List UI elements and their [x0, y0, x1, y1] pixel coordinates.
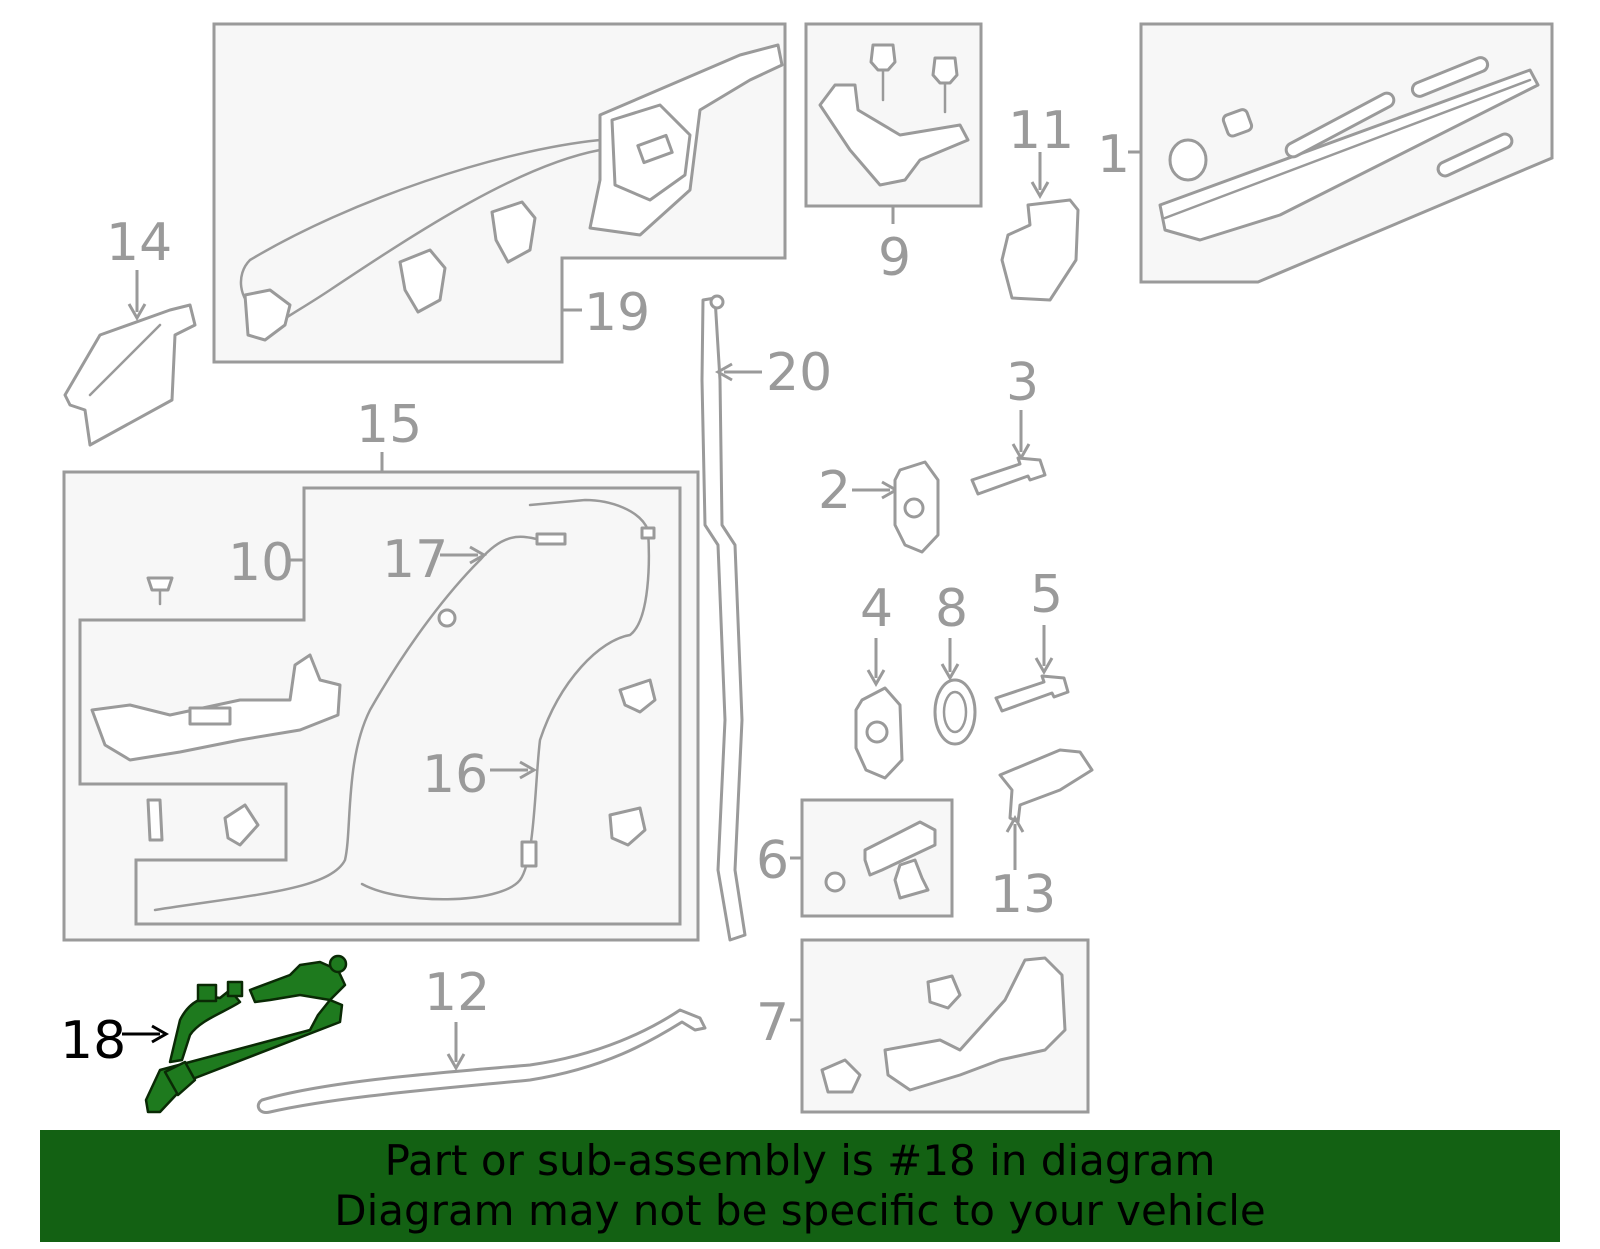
part-4-group[interactable]: 4	[854, 579, 904, 780]
callout-1[interactable]: 1	[1097, 125, 1130, 185]
callout-3[interactable]: 3	[1006, 353, 1039, 413]
part-10-group[interactable]: 10	[78, 486, 682, 926]
part-14-group[interactable]: 14	[63, 213, 197, 447]
banner-line-2: Diagram may not be specific to your vehi…	[334, 1186, 1266, 1235]
part-1-group[interactable]: 1	[1097, 22, 1554, 284]
part-10-drawing	[90, 576, 342, 847]
banner-line-1: Part or sub-assembly is #18 in diagram	[384, 1136, 1216, 1185]
part-17-group[interactable]: 17	[153, 530, 567, 912]
part-10-box	[78, 486, 682, 926]
callout-10[interactable]: 10	[228, 533, 294, 593]
callout-9[interactable]: 9	[878, 228, 911, 288]
part-6-group[interactable]: 6	[756, 798, 954, 918]
part-19-drawing	[239, 43, 784, 342]
callout-7[interactable]: 7	[756, 993, 789, 1053]
callout-17[interactable]: 17	[382, 530, 448, 590]
part-16-group[interactable]: 16	[360, 498, 657, 901]
callout-20[interactable]: 20	[766, 343, 832, 403]
part-6-drawing	[824, 820, 937, 900]
part-3-drawing	[970, 456, 1047, 496]
part-9-group[interactable]: 9	[804, 22, 983, 288]
part-7-group[interactable]: 7	[756, 938, 1090, 1114]
part-1-drawing	[1158, 56, 1540, 242]
callout-5[interactable]: 5	[1030, 565, 1063, 625]
part-11-drawing	[1000, 198, 1080, 302]
callout-6[interactable]: 6	[756, 831, 789, 891]
part-3-group[interactable]: 3	[970, 353, 1047, 496]
callout-4[interactable]: 4	[860, 579, 893, 639]
part-7-drawing	[820, 956, 1067, 1094]
callout-2[interactable]: 2	[818, 461, 851, 521]
callout-11[interactable]: 11	[1008, 101, 1074, 161]
callout-12[interactable]: 12	[424, 963, 490, 1023]
part-5-group[interactable]: 5	[994, 565, 1070, 713]
part-12-group[interactable]: 12	[256, 963, 707, 1114]
part-13-group[interactable]: 13	[990, 748, 1094, 925]
part-8-group[interactable]: 8	[933, 579, 977, 746]
callout-15[interactable]: 15	[356, 395, 422, 455]
part-14-drawing	[63, 303, 197, 447]
part-12-drawing	[256, 1008, 707, 1114]
callout-8[interactable]: 8	[935, 579, 968, 639]
info-banner: Part or sub-assembly is #18 in diagram D…	[40, 1130, 1560, 1242]
part-17-drawing	[153, 535, 547, 912]
callout-16[interactable]: 16	[422, 745, 488, 805]
part-18-drawing	[144, 954, 348, 1114]
part-8-drawing	[933, 678, 977, 746]
part-18-group[interactable]: 18	[60, 954, 348, 1114]
part-9-drawing	[818, 43, 970, 187]
part-2-group[interactable]: 2	[818, 460, 940, 554]
part-20-drawing	[700, 296, 747, 942]
part-13-drawing	[998, 748, 1094, 824]
part-20-group[interactable]: 20	[700, 294, 832, 942]
part-19-group[interactable]: 19	[212, 22, 787, 364]
part-11-group[interactable]: 11	[1000, 101, 1080, 302]
callout-18[interactable]: 18	[60, 1011, 126, 1071]
callout-13[interactable]: 13	[990, 865, 1056, 925]
callout-19[interactable]: 19	[584, 283, 650, 343]
callout-14[interactable]: 14	[106, 213, 172, 273]
part-5-drawing	[994, 674, 1070, 713]
